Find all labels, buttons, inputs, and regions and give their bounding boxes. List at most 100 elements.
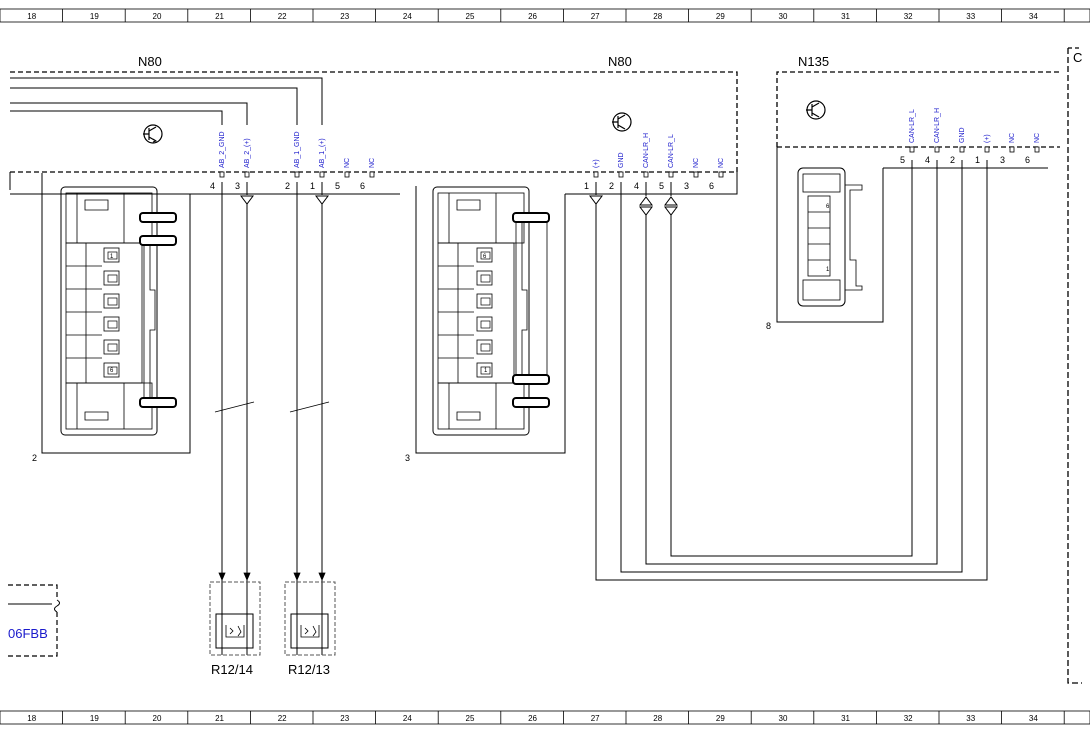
n80-right-signal-label: CAN-LR_L [668,134,675,168]
n80-right-pin-number: 6 [709,181,714,191]
n80-left-pin-number: 2 [285,181,290,191]
cavity-contact [480,251,491,260]
conn8-top-number: 6 [826,204,830,210]
top-ruler-number: 34 [1029,12,1038,21]
cavity-contact [107,366,118,375]
n80-left-signal-label: AB_1_(+) [319,138,326,168]
n80-left-pin-number: 3 [235,181,240,191]
n80-right-signal-label: NC [718,158,725,168]
n80-left-signal-label: AB_2_(+) [244,138,251,168]
airbag-wires [214,182,330,655]
n80-left-pin-number: 1 [310,181,315,191]
top-ruler-number: 29 [716,12,725,21]
n80-right-pin-number: 1 [584,181,589,191]
n80-left-signal-label: NC [369,158,376,168]
top-ruler-number: 22 [278,12,287,21]
n135-pin-terminal [934,146,940,153]
connector-2-label: 2 [32,453,37,463]
bottom-ruler-number: 32 [904,714,913,723]
cavity-contact [480,343,491,352]
bottom-ruler-number: 26 [528,714,537,723]
n80-left-pin-terminal [319,171,325,178]
n80-right-pin-number: 3 [684,181,689,191]
conn2-bottom-number: 6 [110,368,114,374]
cavity-contact [480,320,491,329]
bottom-ruler-number: 21 [215,714,224,723]
bottom-ruler-number: 25 [466,714,475,723]
r12-14-component: R12/14 [209,581,261,677]
cavity-contact [107,343,118,352]
n80-right-pin-terminal [693,171,699,178]
n80-right-pin-terminal [593,171,599,178]
n135-signal-label: CAN-LR_H [934,108,941,143]
cavity-contact [107,251,118,260]
top-ruler-number: 27 [591,12,600,21]
connector-cavity [103,362,120,378]
n135-signal-label: (+) [984,134,991,143]
n80-right-signal-label: NC [693,158,700,168]
connector-2: 2 1 6 [32,173,191,463]
bottom-ruler-number: 34 [1029,714,1038,723]
n135-pin-number: 2 [950,155,955,165]
top-ruler-number: 25 [466,12,475,21]
n135-signal-label: NC [1009,133,1016,143]
n80-left-pin-terminal [294,171,300,178]
n80-left-signal-label: AB_2_GND [219,131,226,168]
bottom-ruler-number: 22 [278,714,287,723]
partial-left-component: 06FBB [8,584,60,657]
n80-right-signal-label: CAN-LR_H [643,133,650,168]
cavity-contact [480,366,491,375]
connector-cavity [103,270,120,286]
bottom-ruler-number: 30 [779,714,788,723]
connector-8: 8 6 1 [766,147,884,331]
top-ruler-number: 23 [340,12,349,21]
connector-cavity [476,362,493,378]
n80-right-pin-terminal [643,171,649,178]
cavity-contact [107,297,118,306]
conn3-top-number: 6 [483,254,487,260]
top-ruler-number: 32 [904,12,913,21]
partial-right-component: C [1067,47,1082,684]
n80-left-signal-label: AB_1_GND [294,131,301,168]
partial-right-label: C [1073,50,1082,65]
can-wires [589,160,988,581]
r12-13-component: R12/13 [284,581,336,677]
top-ruler-number: 28 [653,12,662,21]
bottom-ruler-number: 24 [403,714,412,723]
connector-cavity [103,293,120,309]
n80-right-signal-label: (+) [593,159,600,168]
n80-right-signal-label: GND [618,152,625,168]
n80-left-pin-number: 6 [360,181,365,191]
conn8-bottom-number: 1 [826,267,830,273]
top-ruler-number: 18 [27,12,36,21]
n135-pin-terminal [1009,146,1015,153]
connector-cavity [476,293,493,309]
top-ruler-number: 21 [215,12,224,21]
n135-pin-number: 4 [925,155,930,165]
bottom-ruler-number: 27 [591,714,600,723]
connector-3-label: 3 [405,453,410,463]
n80-left-module: N80 AB_2_GND4AB_2_(+)3AB_1_GND2AB_1_(+)1… [9,54,400,195]
cavity-contact [107,274,118,283]
top-ruler-number: 31 [841,12,850,21]
bottom-ruler-number: 20 [153,714,162,723]
transistor-icon [612,112,632,132]
transistor-icon [143,124,163,144]
r12-14-label: R12/14 [211,662,253,677]
connector-cavity [476,270,493,286]
n135-pin-number: 1 [975,155,980,165]
top-ruler-number: 30 [779,12,788,21]
n80-right-pin-number: 5 [659,181,664,191]
n80-right-pin-terminal [618,171,624,178]
n135-pin-number: 3 [1000,155,1005,165]
partial-left-label: 06FBB [8,626,48,641]
bottom-ruler-number: 23 [340,714,349,723]
n135-signal-label: GND [959,127,966,143]
connector-cavity [476,247,493,263]
n135-pin-terminal [959,146,965,153]
bottom-ruler-number: 33 [966,714,975,723]
n80-left-pin-terminal [219,171,225,178]
